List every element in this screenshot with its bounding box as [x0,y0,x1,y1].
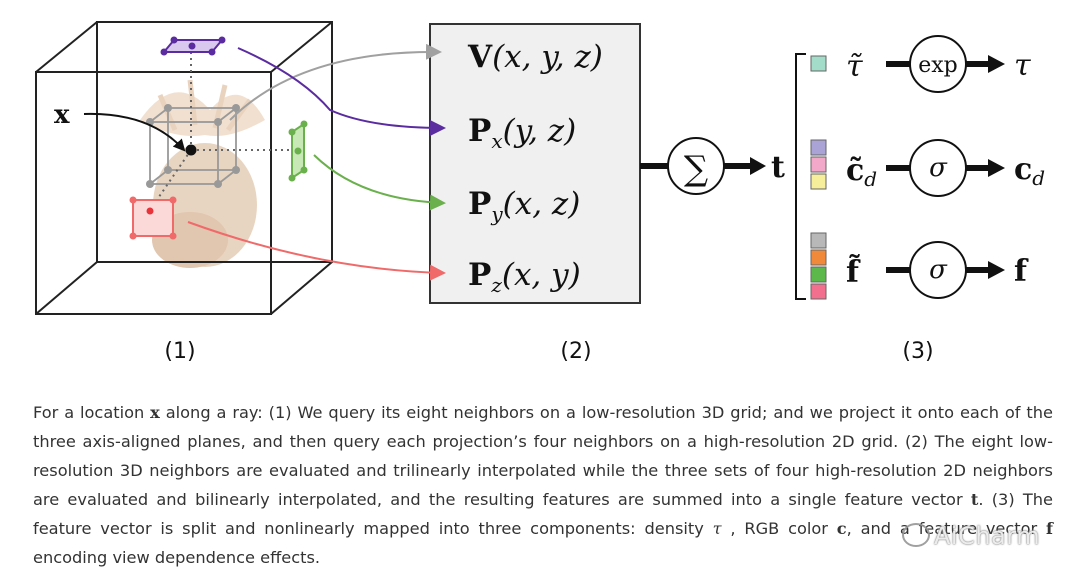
arrow-gray [229,43,442,121]
component-output-1: cd [1014,152,1045,190]
component-input-0: τ̃ [846,49,863,84]
panel1-cube: x [35,21,333,315]
nonlinearity-label-0: exp [918,53,958,78]
figure-caption: For a location x along a ray: (1) We que… [33,403,1054,567]
panel-label-2: (2) [560,339,591,364]
sum-output: t [771,150,785,185]
sum-symbol: ∑ [684,149,708,189]
output-rows: τ̃ exp τ c̃d σ cd f̃ σ f [846,35,1045,299]
query-point [185,144,197,156]
panel-label-3: (3) [902,339,933,364]
feature-cells [810,55,827,300]
watermark: AiCharm [902,522,1040,550]
panel-label-1: (1) [164,339,195,364]
xy-plane-top [160,36,226,56]
nonlinearity-label-2: σ [929,255,948,285]
yz-plane-right [288,120,308,182]
split-bracket [795,53,806,300]
arrow-green [313,154,446,211]
wechat-logo-icon [902,523,930,547]
feature-terms: V(x, y, z) Px(y, z) Py(x, z) Pz(x, y) [467,39,603,297]
component-input-2: f̃ [846,255,861,290]
figure-diagram: x V(x, y, z) Px(y, z) Py(x, z) Pz(x, y) ∑ t… [35,21,1045,364]
arrow-red [187,221,446,281]
feature-term-1: Px(y, z) [468,113,576,153]
feature-term-2: Py(x, z) [468,186,580,226]
component-output-0: τ [1014,48,1031,83]
nonlinearity-label-1: σ [929,153,948,183]
feature-box [429,23,641,304]
feature-term-3: Pz(x, y) [468,257,581,297]
arrow-purple [237,47,446,136]
component-output-2: f [1014,254,1029,289]
point-label: x [54,100,70,130]
xz-plane-front [129,196,177,240]
component-input-1: c̃d [846,153,877,191]
feature-term-0: V(x, y, z) [467,39,603,75]
